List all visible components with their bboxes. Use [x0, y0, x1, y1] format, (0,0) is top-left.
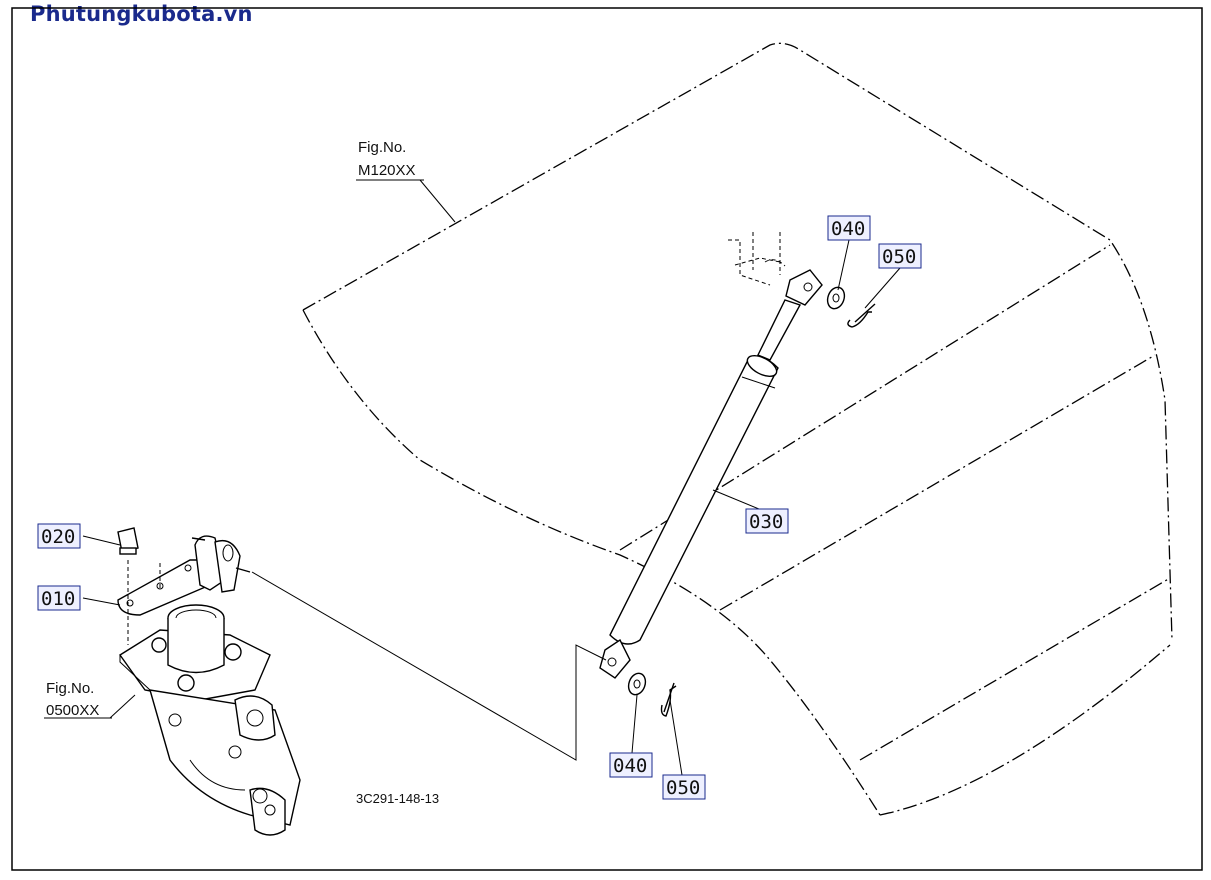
top-pin-clip [847, 303, 876, 328]
strut-connection-line [251, 571, 607, 761]
svg-text:Fig.No.: Fig.No. [358, 139, 406, 156]
housing-figure-ref[interactable]: Fig.No. 0500XX [44, 680, 112, 719]
svg-text:040: 040 [831, 218, 865, 240]
callout-040-bottom[interactable]: 040 [609, 752, 653, 778]
svg-text:0500XX: 0500XX [46, 702, 99, 719]
svg-text:040: 040 [613, 755, 647, 777]
hood-figure-ref[interactable]: Fig.No. M120XX [358, 139, 416, 179]
callout-050-top[interactable]: 050 [878, 243, 922, 269]
upper-bracket [728, 232, 786, 286]
svg-text:M120XX: M120XX [358, 162, 416, 179]
callout-030[interactable]: 030 [745, 508, 789, 534]
svg-text:010: 010 [41, 588, 75, 610]
hood-ref-leader [419, 179, 456, 223]
axle-housing [118, 604, 301, 836]
flange-bolt [117, 527, 139, 555]
leader-lines [82, 239, 901, 776]
svg-text:030: 030 [749, 511, 783, 533]
callout-020[interactable]: 020 [37, 523, 81, 549]
bottom-pin-clip [660, 682, 677, 717]
hinge-bracket [117, 535, 251, 616]
callout-040-top[interactable]: 040 [827, 215, 871, 241]
svg-text:050: 050 [882, 246, 916, 268]
drawing-frame [11, 7, 1203, 871]
callout-010[interactable]: 010 [37, 585, 81, 611]
drawing-code: 3C291-148-13 [356, 791, 439, 806]
gas-strut [599, 269, 823, 679]
bottom-washer [627, 672, 647, 696]
top-washer [826, 286, 846, 310]
svg-text:Fig.No.: Fig.No. [46, 680, 94, 697]
svg-text:050: 050 [666, 777, 700, 799]
svg-text:020: 020 [41, 526, 75, 548]
site-title[interactable]: Phutungkubota.vn [30, 2, 253, 26]
callout-050-bottom[interactable]: 050 [662, 774, 706, 800]
